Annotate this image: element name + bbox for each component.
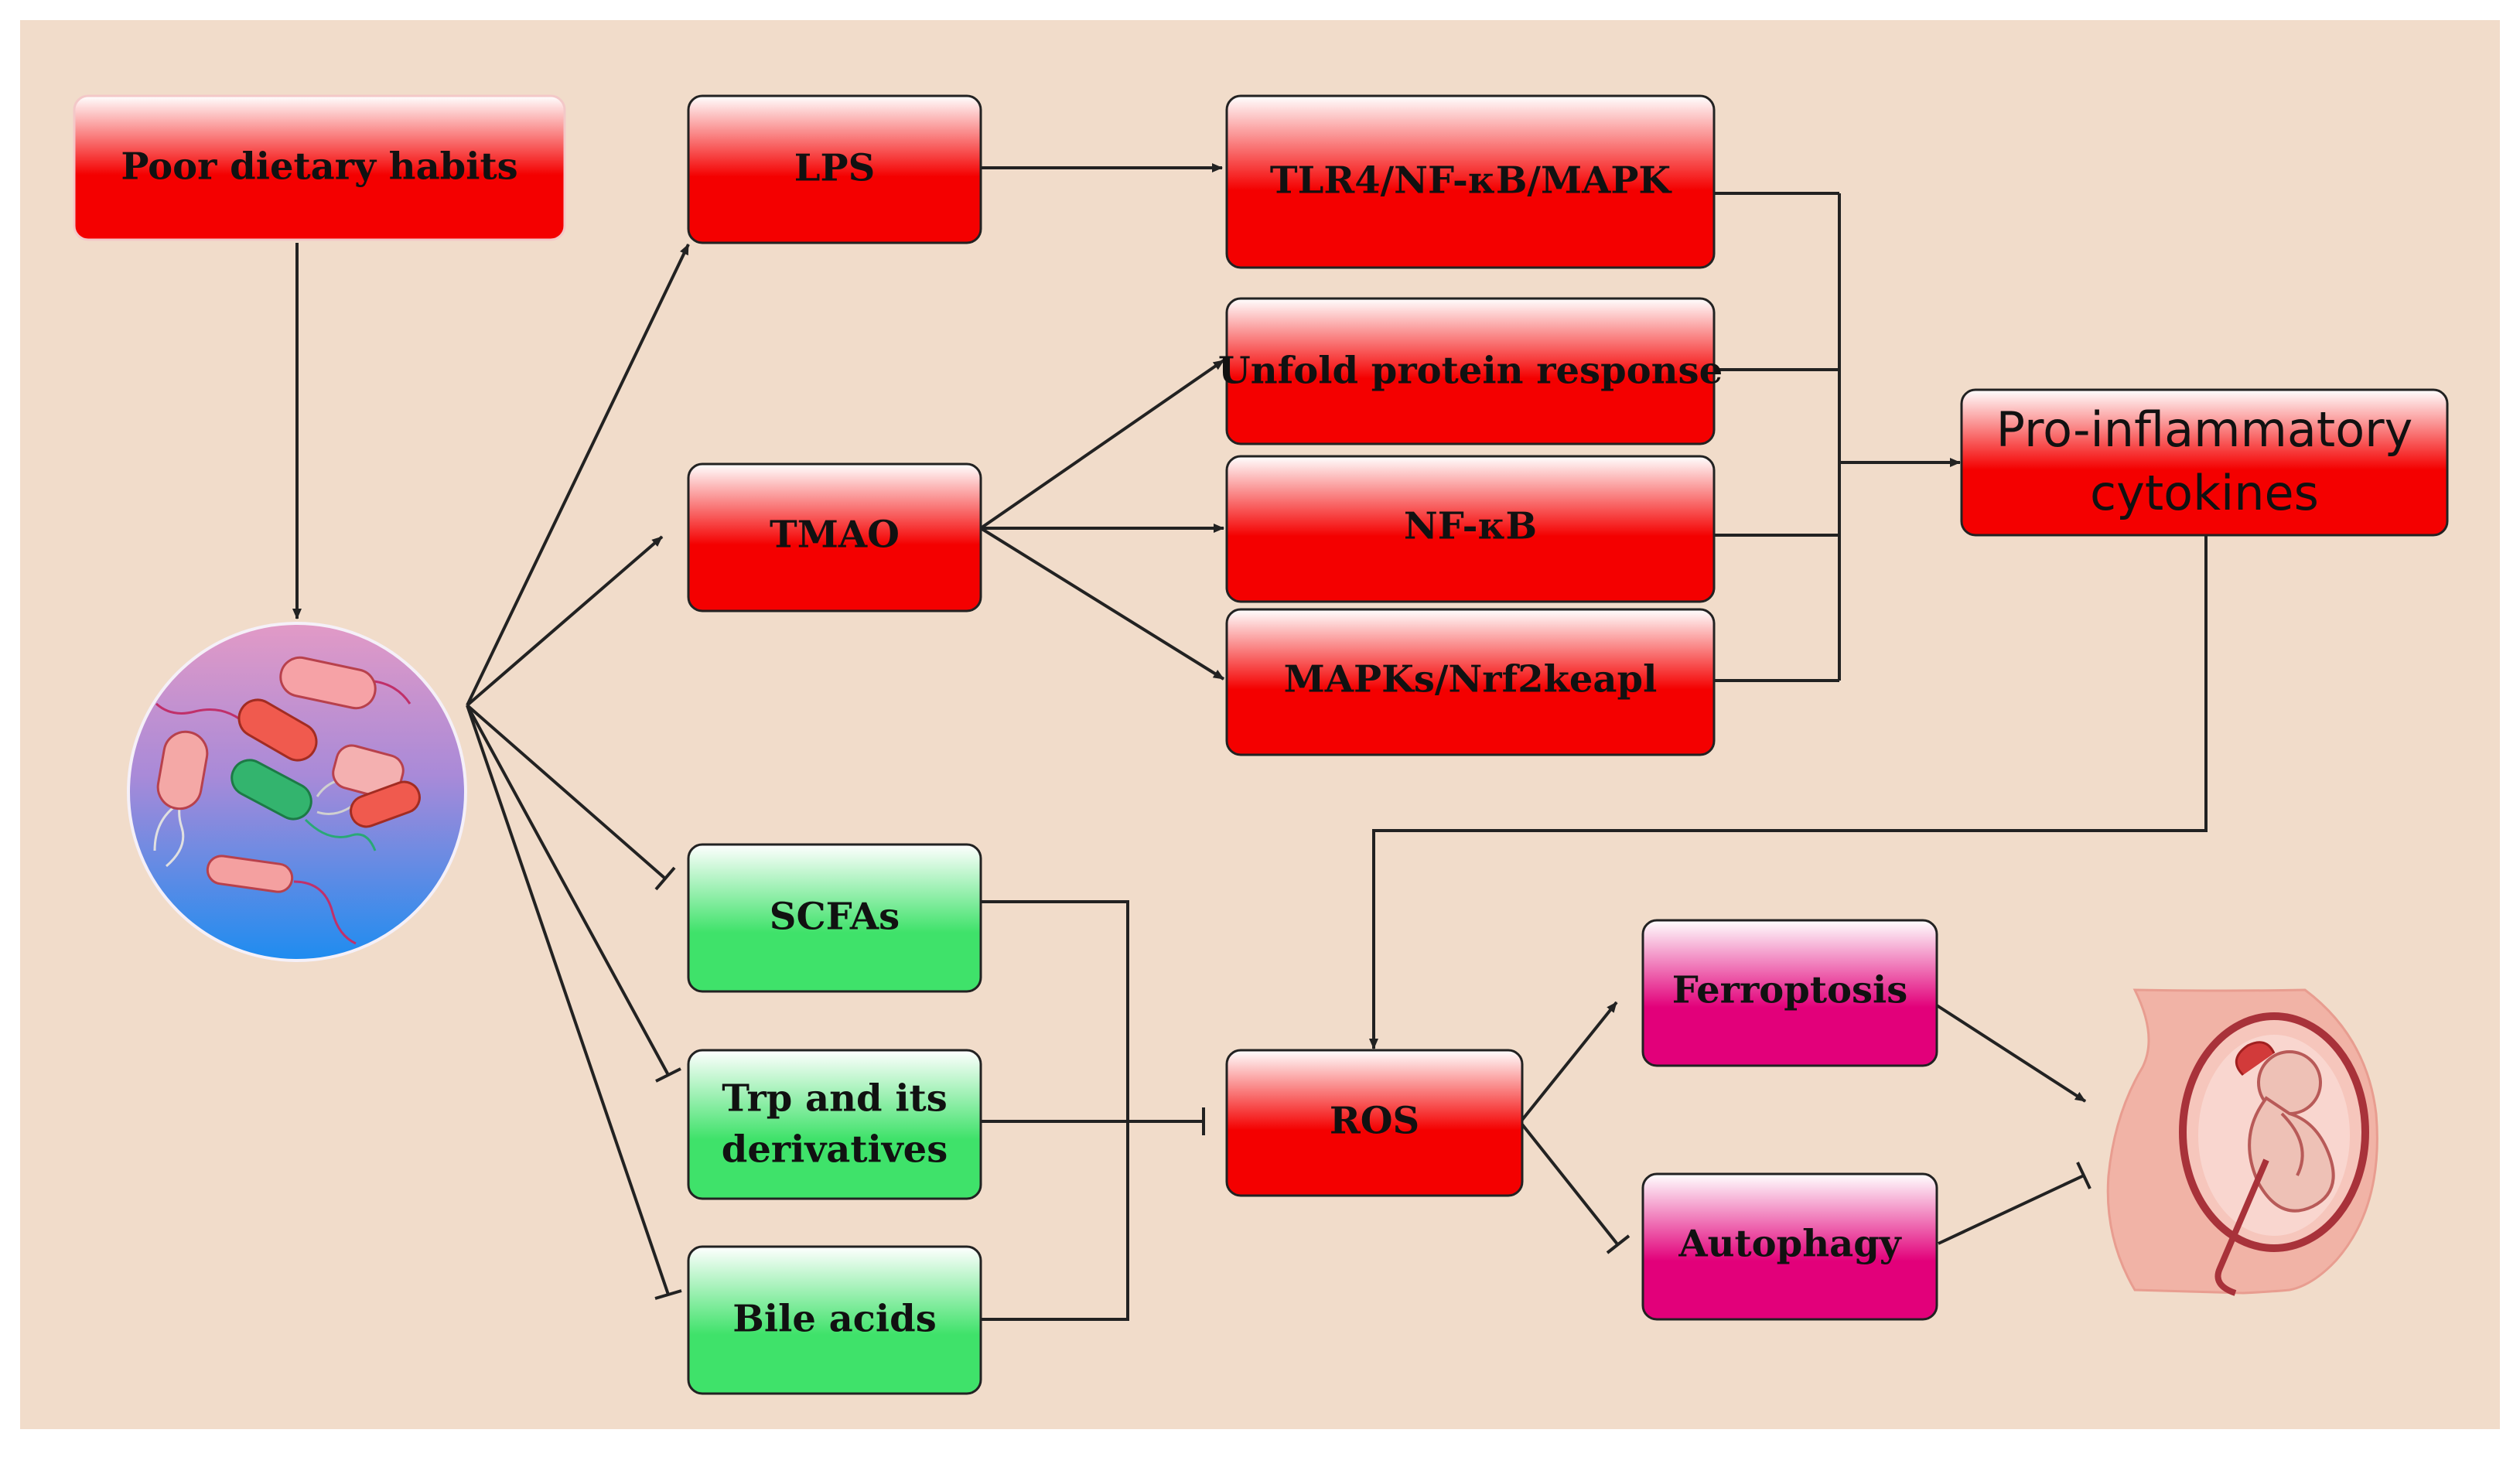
inhibit-microbiota-to-trp: [466, 705, 670, 1076]
node-trp-derivatives: Trp and its derivatives: [687, 1049, 982, 1200]
label-cytokines-line2: cytokines: [2090, 465, 2319, 521]
label-trp-line2: derivatives: [722, 1128, 948, 1172]
arrow-ferroptosis-to-pregnancy: [1935, 1004, 2087, 1103]
label-nfkb: NF-κB: [1404, 505, 1537, 548]
label-autophagy: Autophagy: [1678, 1223, 1902, 1266]
inhibit-bar-scfas: [654, 866, 676, 891]
node-ros: ROS: [1225, 1049, 1524, 1197]
node-mapks-nrf2keapl: MAPKs/Nrf2keapl: [1225, 608, 1716, 756]
inhibit-microbiota-to-scfas: [466, 704, 667, 880]
arrow-ros-to-ferroptosis: [1521, 1001, 1618, 1121]
arrow-microbiota-to-lps: [466, 244, 690, 706]
label-poor-dietary-habits: Poor dietary habits: [121, 145, 517, 189]
label-tlr4-nfkb-mapk: TLR4/NF-κB/MAPK: [1270, 159, 1673, 203]
inhibit-ros-to-autophagy: [1521, 1123, 1620, 1247]
label-lps: LPS: [794, 147, 876, 190]
connector-scfas-to-ros: [981, 900, 1129, 1121]
inhibit-autophagy-to-pregnancy: [1938, 1174, 2085, 1245]
node-autophagy: Autophagy: [1641, 1172, 1938, 1321]
inhibit-bar-bile: [654, 1289, 682, 1300]
inhibit-bar-pregnancy: [2076, 1162, 2091, 1189]
label-ferroptosis: Ferroptosis: [1672, 969, 1908, 1012]
node-unfold-protein-response: Unfold protein response: [1218, 297, 1723, 445]
node-bile-acids: Bile acids: [687, 1245, 982, 1395]
node-tmao: TMAO: [687, 462, 982, 612]
label-scfas: SCFAs: [770, 896, 900, 939]
label-bile-acids: Bile acids: [732, 1298, 936, 1341]
inhibit-microbiota-to-bile: [466, 705, 670, 1295]
arrow-microbiota-to-tmao: [466, 535, 664, 707]
label-ros: ROS: [1330, 1100, 1419, 1143]
label-tmao: TMAO: [770, 514, 900, 557]
connector-bile-to-ros: [981, 1121, 1129, 1321]
node-scfas: SCFAs: [687, 843, 982, 993]
inhibit-bar-trp: [655, 1067, 681, 1083]
arrow-tmao-to-mapks: [979, 527, 1225, 681]
node-nfkb: NF-κB: [1225, 455, 1716, 603]
label-cytokines-line1: Pro-inflammatory: [1996, 401, 2413, 458]
gut-bacteria-icon: [127, 622, 467, 962]
node-ferroptosis: Ferroptosis: [1641, 919, 1938, 1067]
label-unfold-protein-response: Unfold protein response: [1218, 350, 1723, 393]
node-lps: LPS: [687, 94, 982, 244]
label-mapks-nrf2keapl: MAPKs/Nrf2keapl: [1284, 658, 1658, 701]
inhibit-bar-autophagy: [1606, 1234, 1630, 1254]
node-pro-inflammatory-cytokines: Pro-inflammatory cytokines: [1960, 388, 2449, 537]
node-tlr4-nfkb-mapk: TLR4/NF-κB/MAPK: [1225, 94, 1716, 269]
label-trp-line1: Trp and its: [722, 1077, 948, 1121]
pregnant-uterus-fetus-icon: [2106, 988, 2378, 1296]
arrow-cytokines-to-ros: [1369, 535, 2208, 1049]
node-poor-dietary-habits: Poor dietary habits: [73, 94, 566, 241]
arrow-tmao-to-upr: [979, 359, 1225, 530]
